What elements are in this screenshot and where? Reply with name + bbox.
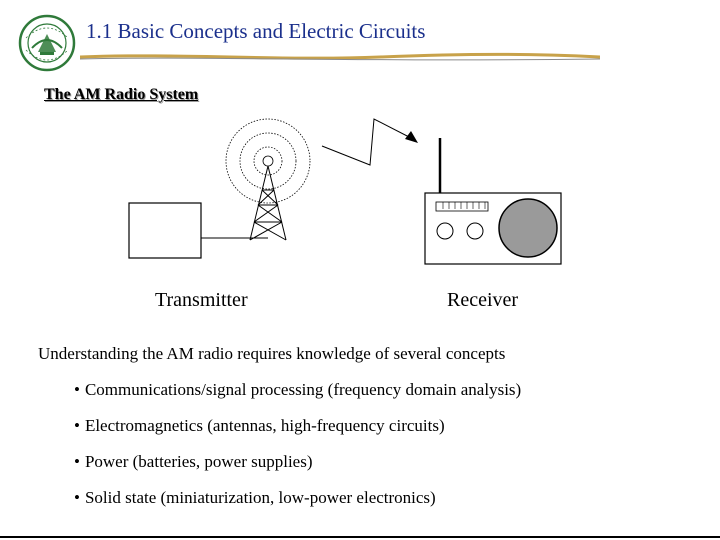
radio-receiver-icon xyxy=(424,138,562,265)
bullet-marker: • xyxy=(74,452,80,471)
title-divider xyxy=(80,52,600,61)
lead-sentence: Understanding the AM radio requires know… xyxy=(38,344,506,363)
tuning-knob xyxy=(466,222,484,240)
concept-list: •Communications/signal processing (frequ… xyxy=(74,378,521,522)
antenna-tower-icon xyxy=(249,165,287,241)
radiation-rings xyxy=(225,118,311,204)
list-item: •Communications/signal processing (frequ… xyxy=(74,378,521,414)
bullet-marker: • xyxy=(74,416,80,435)
am-radio-diagram xyxy=(128,118,562,265)
slide-title: 1.1 Basic Concepts and Electric Circuits xyxy=(86,19,426,43)
section-heading: The AM Radio System xyxy=(44,86,199,103)
receiver-label: Receiver xyxy=(447,289,519,311)
tuning-dial xyxy=(435,201,489,212)
list-item: •Power (batteries, power supplies) xyxy=(74,450,521,486)
footer-divider xyxy=(0,536,720,538)
list-item-text: Power (batteries, power supplies) xyxy=(84,452,313,471)
antenna-tip xyxy=(262,155,274,167)
signal-arrowhead xyxy=(405,131,418,143)
volume-knob xyxy=(436,222,454,240)
signal-path xyxy=(321,118,414,166)
list-item-text: Communications/signal processing (freque… xyxy=(84,380,522,399)
bullet-marker: • xyxy=(74,380,80,399)
university-logo xyxy=(18,14,76,72)
list-item: •Solid state (miniaturization, low-power… xyxy=(74,486,521,522)
transmitter-label: Transmitter xyxy=(155,289,248,311)
speaker-grille xyxy=(498,198,558,258)
list-item-text: Electromagnetics (antennas, high-frequen… xyxy=(84,416,445,435)
list-item-text: Solid state (miniaturization, low-power … xyxy=(84,488,436,507)
transmitter-box xyxy=(128,202,202,259)
bullet-marker: • xyxy=(74,488,80,507)
list-item: •Electromagnetics (antennas, high-freque… xyxy=(74,414,521,450)
